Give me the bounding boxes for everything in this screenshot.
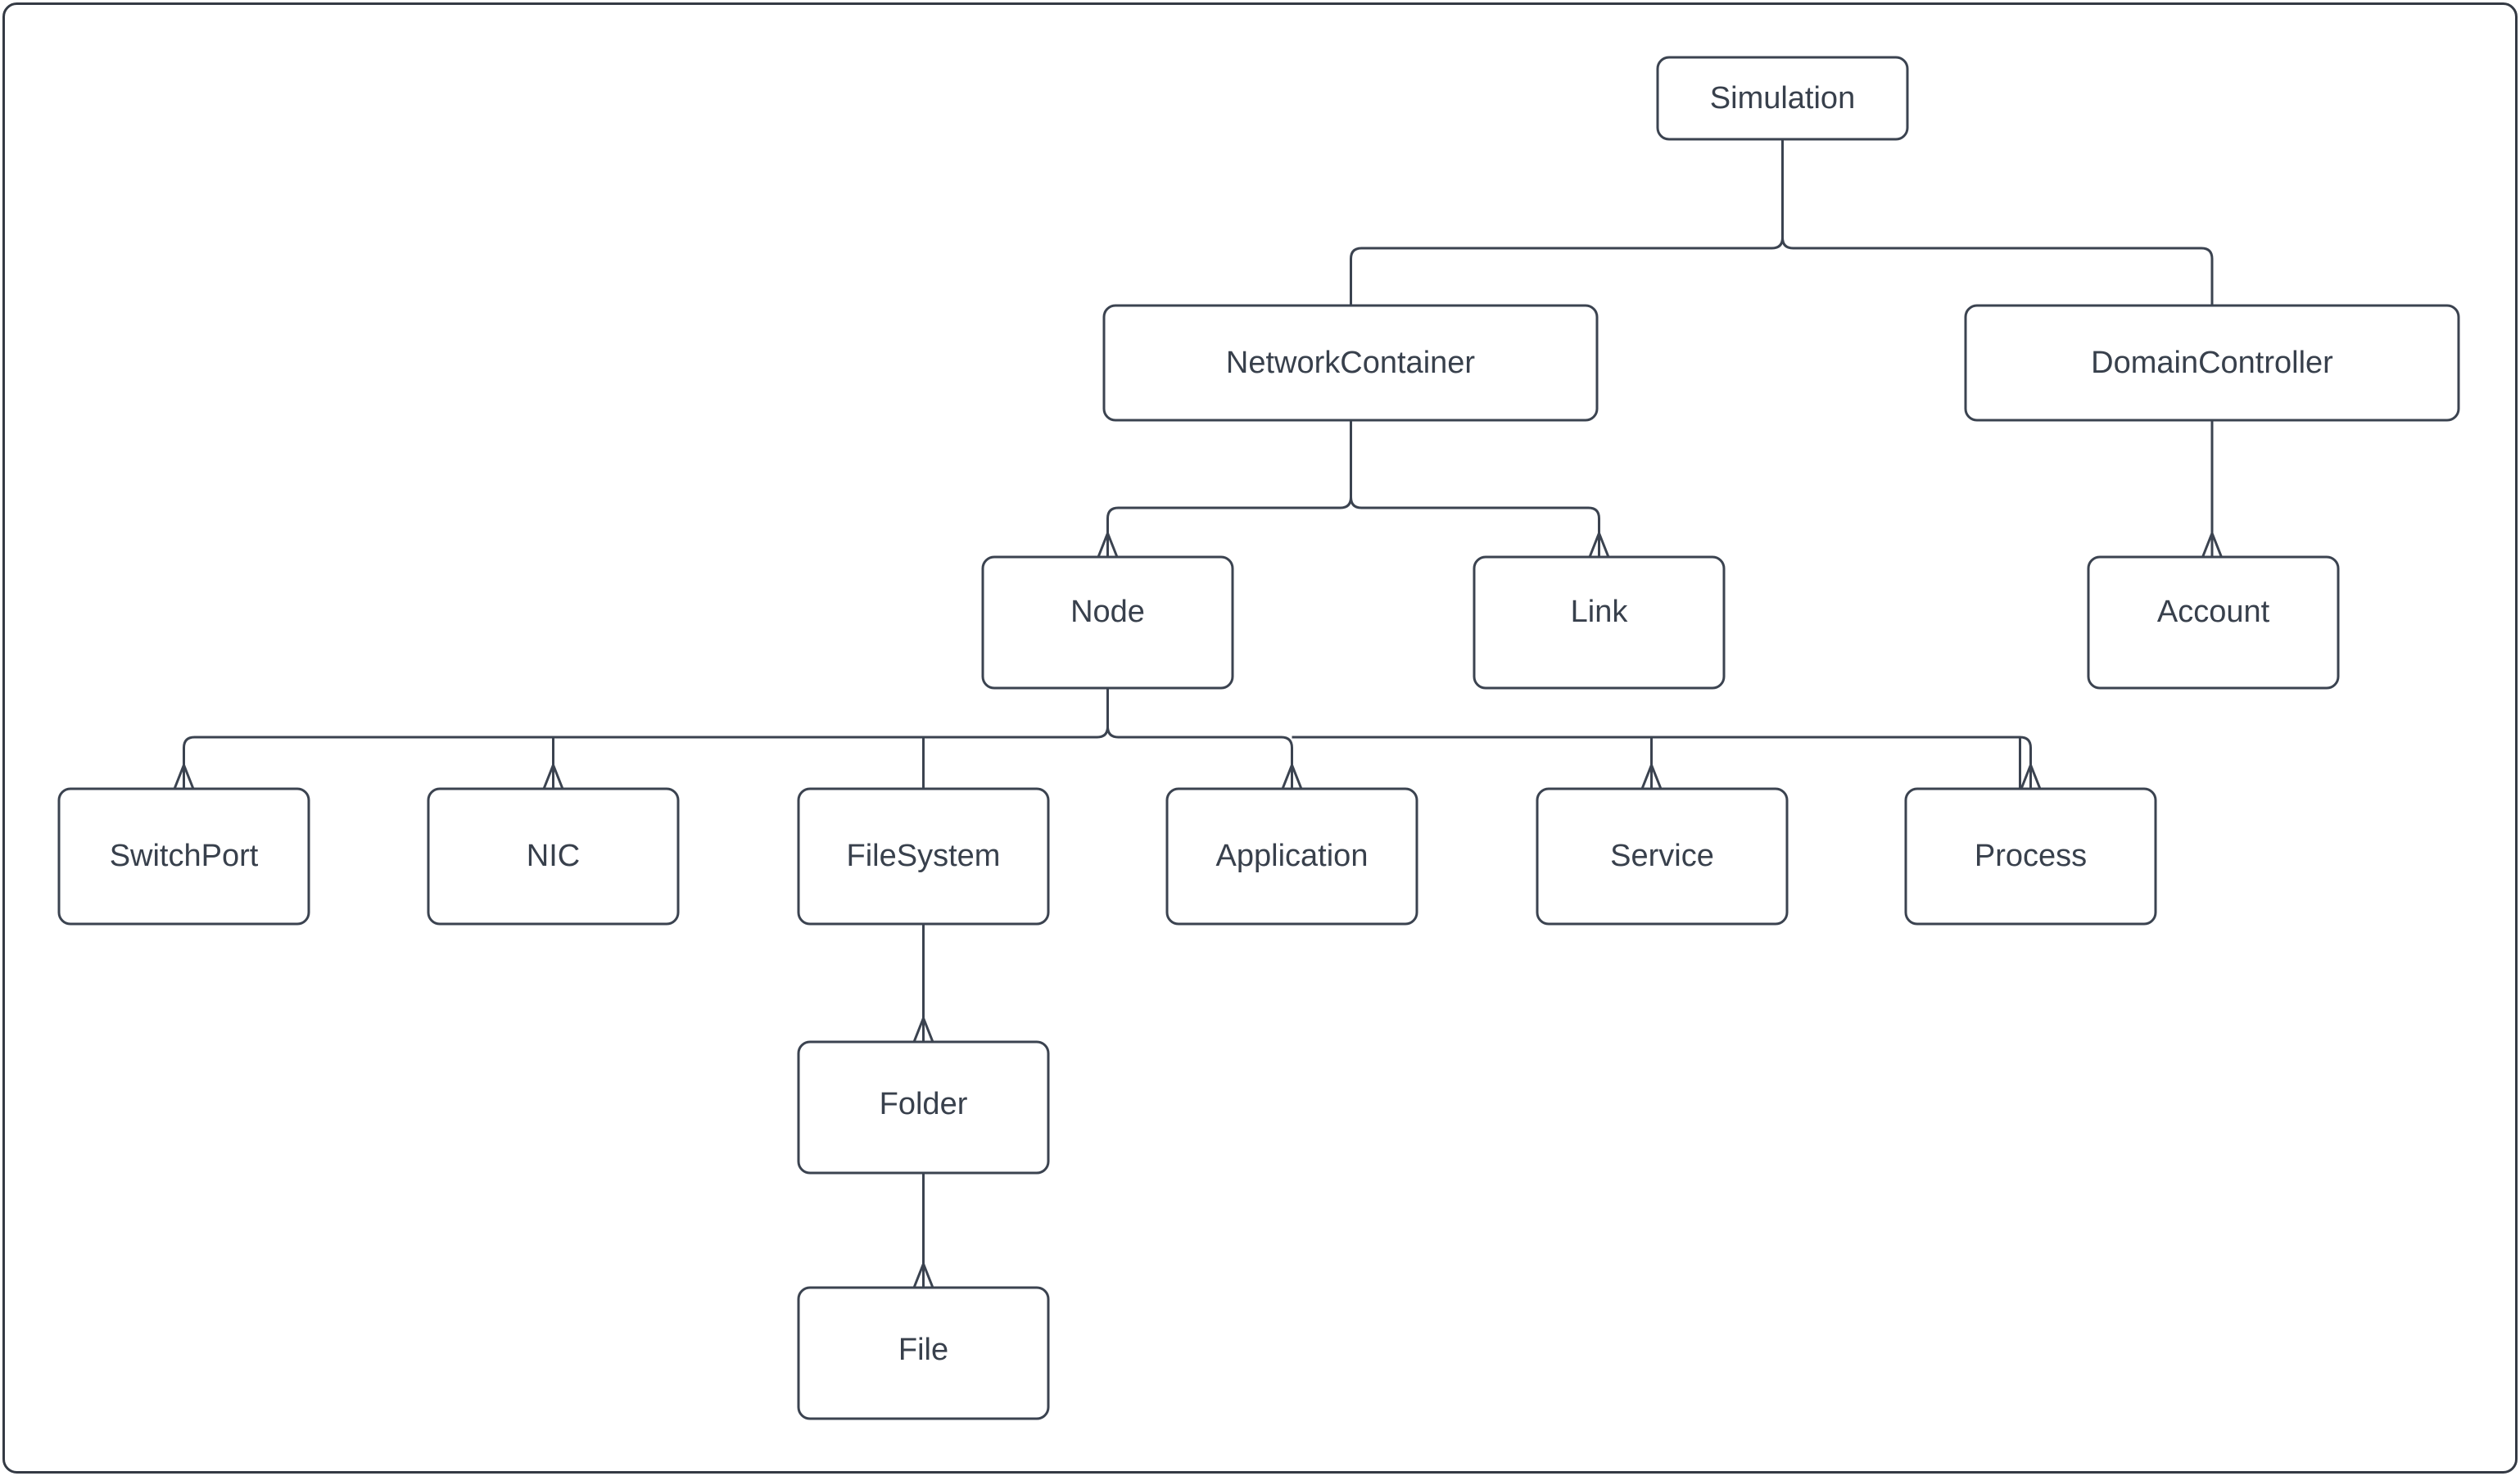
class-node-network-container[interactable]: NetworkContainer: [1102, 304, 1599, 422]
class-box-nic[interactable]: [427, 787, 680, 926]
class-box-process[interactable]: [1904, 787, 2157, 926]
class-box-file[interactable]: [797, 1286, 1050, 1420]
edge-simulation-to-domain-controller: [1781, 237, 2214, 306]
class-node-application[interactable]: Application: [1165, 787, 1418, 926]
edge-node-to-application: [1106, 726, 1293, 789]
class-box-switch-port[interactable]: [57, 787, 310, 926]
class-node-node[interactable]: Node: [981, 555, 1234, 690]
class-box-domain-controller[interactable]: [1964, 304, 2460, 422]
class-box-file-system[interactable]: [797, 787, 1050, 926]
class-node-switch-port[interactable]: SwitchPort: [57, 787, 310, 926]
class-node-file[interactable]: File: [797, 1286, 1050, 1420]
class-node-nic[interactable]: NIC: [427, 787, 680, 926]
class-node-link[interactable]: Link: [1473, 555, 1726, 690]
class-box-network-container[interactable]: [1102, 304, 1599, 422]
class-box-link[interactable]: [1473, 555, 1726, 690]
class-box-account[interactable]: [2087, 555, 2340, 690]
class-node-process[interactable]: Process: [1904, 787, 2157, 926]
edge-network-container-to-link: [1350, 496, 1600, 557]
class-node-account[interactable]: Account: [2087, 555, 2340, 690]
class-node-domain-controller[interactable]: DomainController: [1964, 304, 2460, 422]
edge-node-bus-right: [1292, 736, 2032, 789]
edge-layer: [183, 139, 2214, 1288]
class-node-folder[interactable]: Folder: [797, 1040, 1050, 1175]
class-node-service[interactable]: Service: [1536, 787, 1789, 926]
class-box-service[interactable]: [1536, 787, 1789, 926]
class-box-node[interactable]: [981, 555, 1234, 690]
class-box-application[interactable]: [1165, 787, 1418, 926]
edge-node-to-switch-port: [183, 726, 1109, 789]
class-box-folder[interactable]: [797, 1040, 1050, 1175]
class-node-simulation[interactable]: Simulation: [1656, 56, 1909, 141]
class-box-simulation[interactable]: [1656, 56, 1909, 141]
class-node-file-system[interactable]: FileSystem: [797, 787, 1050, 926]
